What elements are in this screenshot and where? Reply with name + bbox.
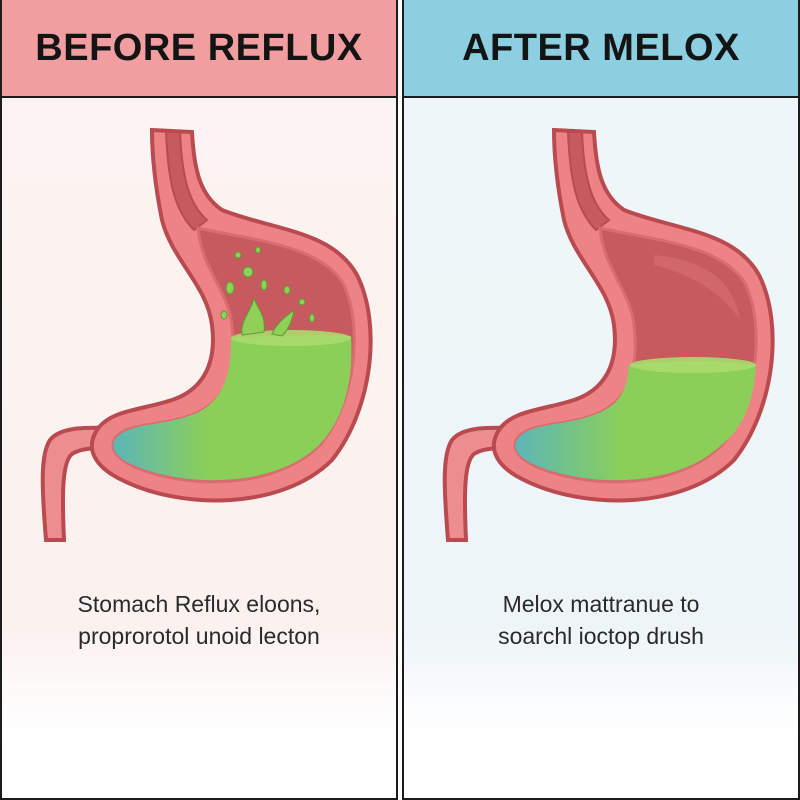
stomach-calm-illustration — [442, 127, 775, 542]
stomach-reflux-illustration — [40, 127, 373, 542]
before-caption: Stomach Reflux eloons, proprorotol unoid… — [2, 588, 396, 652]
esophagus — [566, 131, 611, 232]
before-title: BEFORE REFLUX — [35, 26, 363, 69]
before-header: BEFORE REFLUX — [2, 0, 396, 98]
bottom-fade — [404, 648, 798, 798]
panel-divider — [398, 0, 402, 800]
esophagus — [164, 131, 209, 232]
before-caption-line-2: proprorotol unoid lecton — [78, 623, 320, 649]
duodenum — [442, 425, 531, 542]
acid-pool — [515, 361, 756, 481]
after-panel: AFTER MELOX Melox mattranue to soarchl i… — [402, 0, 800, 800]
before-caption-line-1: Stomach Reflux eloons, — [77, 591, 321, 617]
duodenum — [40, 425, 129, 542]
acid-surface — [231, 330, 351, 346]
after-title: AFTER MELOX — [462, 26, 740, 69]
after-caption-line-1: Melox mattranue to — [502, 591, 700, 617]
acid-pool — [113, 335, 352, 481]
after-caption: Melox mattranue to soarchl ioctop drush — [404, 588, 798, 652]
after-caption-line-2: soarchl ioctop drush — [498, 623, 704, 649]
before-panel: BEFORE REFLUX — [0, 0, 398, 800]
acid-surface — [630, 357, 756, 373]
acid-splash — [220, 246, 315, 337]
bottom-fade — [2, 648, 396, 798]
after-header: AFTER MELOX — [404, 0, 798, 98]
cavity-highlight — [654, 255, 740, 320]
